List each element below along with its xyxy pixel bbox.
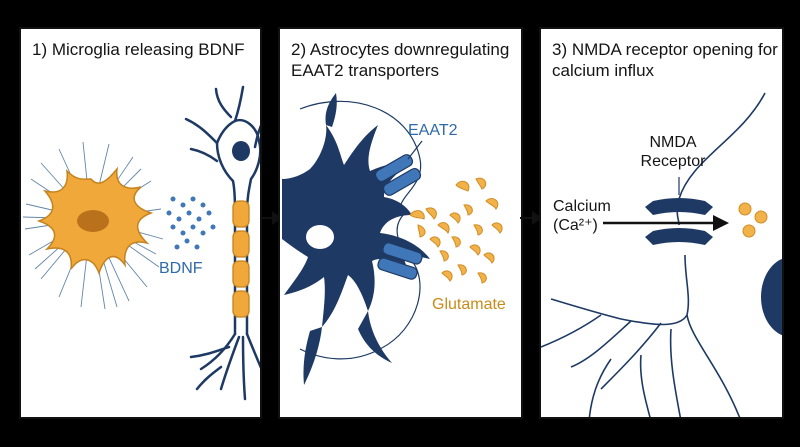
myelin-sheath xyxy=(232,200,250,318)
bdnf-label: BDNF xyxy=(159,260,203,277)
nmda-label-line1: NMDA xyxy=(649,134,697,151)
panel-astrocytes: 2) Astrocytes downregulating EAAT2 trans… xyxy=(278,27,523,419)
microglia-cell xyxy=(36,166,154,276)
nmda-receptor xyxy=(645,198,713,245)
nmda-receptor-label: NMDA Receptor xyxy=(633,133,713,171)
eaat2-transporter-upper xyxy=(374,154,422,196)
panel-microglia: 1) Microglia releasing BDNF xyxy=(19,27,262,419)
glutamate-label: Glutamate xyxy=(432,296,506,313)
membrane-lower xyxy=(550,254,690,326)
glutamate-particles xyxy=(409,177,503,284)
bdnf-particles xyxy=(166,196,216,250)
nmda-label-line2: Receptor xyxy=(640,153,706,170)
neuron xyxy=(184,85,260,401)
calcium-label-line2: (Ca²⁺) xyxy=(553,217,598,234)
neuron-soma xyxy=(761,258,782,336)
arrow-icon xyxy=(520,211,542,225)
panel-3-illustration xyxy=(541,92,782,417)
panel-1-title: 1) Microglia releasing BDNF xyxy=(32,40,245,59)
calcium-influx-arrow xyxy=(603,215,729,231)
panel-nmda: 3) NMDA receptor opening for calcium inf… xyxy=(539,27,784,419)
panel-1-illustration xyxy=(22,85,260,401)
panel-2-title: 2) Astrocytes downregulating EAAT2 trans… xyxy=(291,40,510,80)
eaat2-pointer xyxy=(407,140,423,160)
calcium-label: Calcium (Ca²⁺) xyxy=(553,197,611,235)
calcium-label-line1: Calcium xyxy=(553,198,611,215)
calcium-ions xyxy=(738,202,768,238)
neuron-nucleus xyxy=(232,141,250,161)
arrow-icon xyxy=(260,211,282,225)
membrane-upper xyxy=(676,92,766,226)
eaat2-label: EAAT2 xyxy=(408,122,458,139)
astrocyte-nucleus xyxy=(306,225,334,249)
eaat2-transporter-lower xyxy=(377,242,423,280)
panel-2-illustration xyxy=(282,93,503,385)
panel-3-title: 3) NMDA receptor opening for calcium inf… xyxy=(552,40,778,80)
